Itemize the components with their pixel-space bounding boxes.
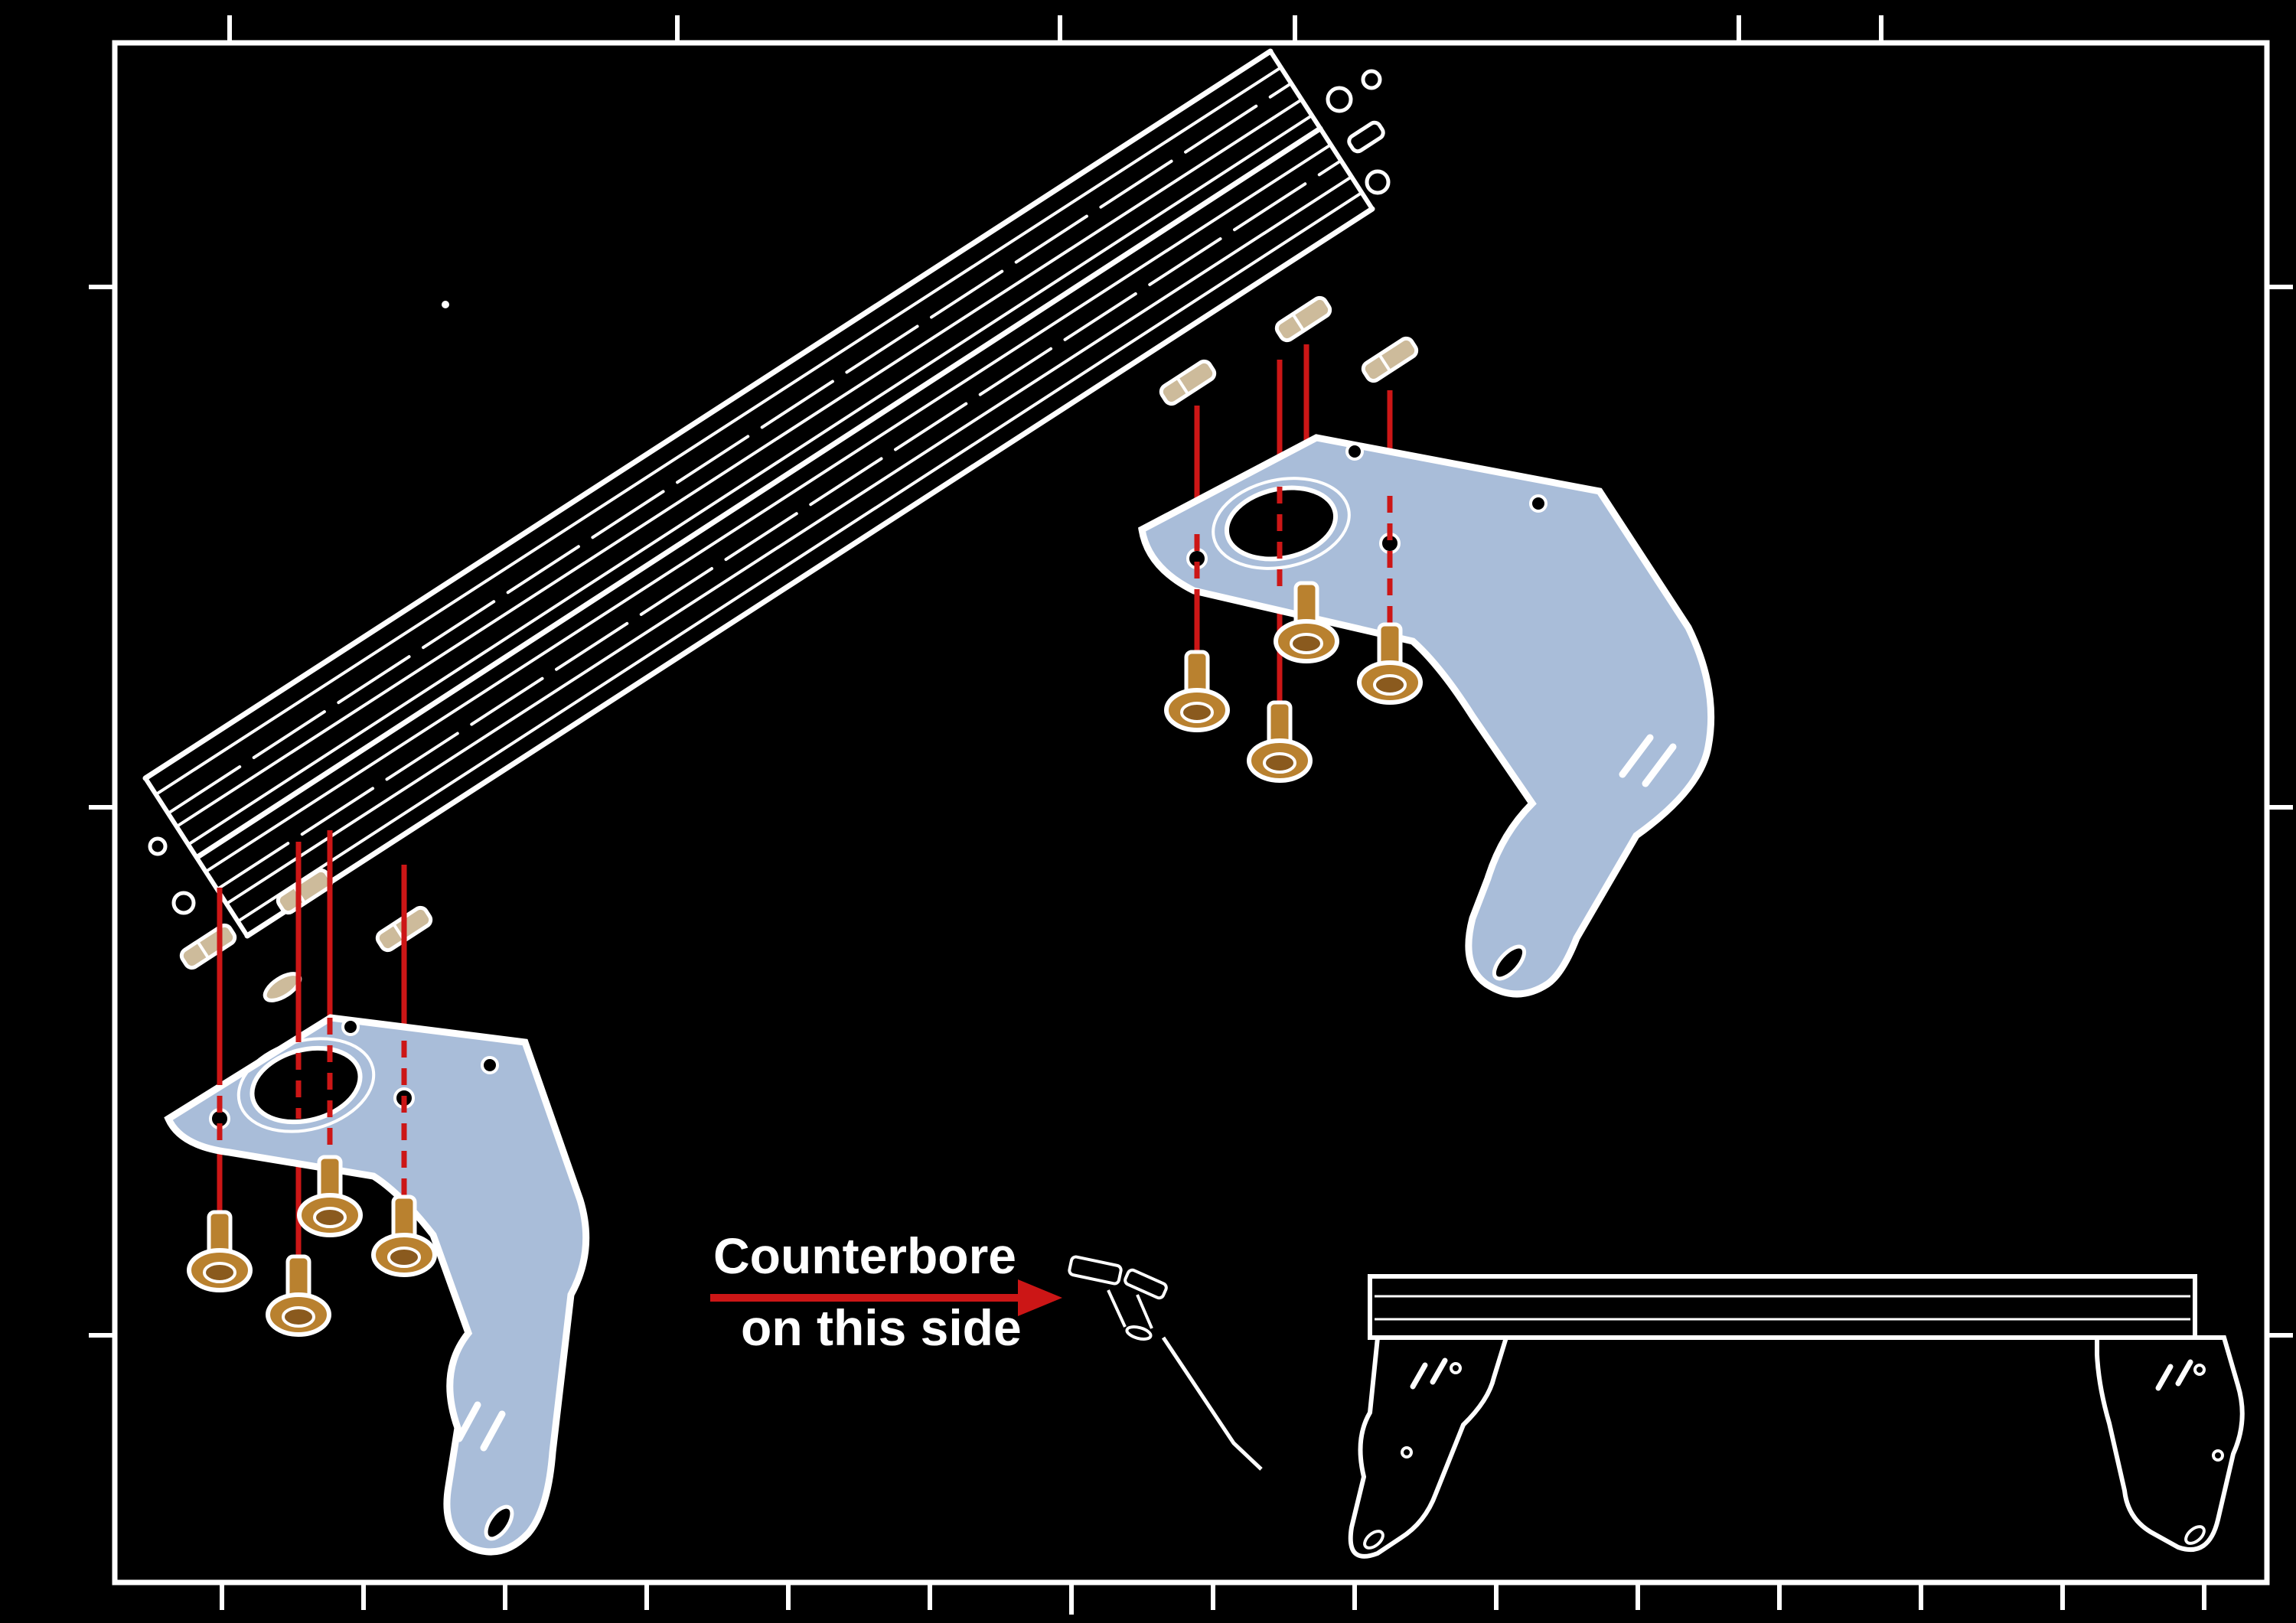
annotation-line1: Counterbore [713,1227,1016,1284]
assembled-bracket-slot [2155,1364,2174,1391]
rail-end-hole [1326,86,1353,113]
bracket-left-screw-hole [481,1056,499,1074]
assembled-bracket-right [2095,1335,2245,1553]
assembled-bracket-tip-hole [2184,1525,2206,1545]
frame-ticks-bottom [220,1584,2206,1615]
assembled-bracket-slot [2175,1359,2193,1387]
rail-edge-line [244,206,1375,939]
assembled-bracket-left [1348,1335,1510,1559]
assembled-view [1348,1274,2245,1559]
annotation-line2: on this side [741,1299,1022,1356]
screw [1166,652,1228,730]
screw [1249,702,1310,781]
detail-screw-head [1124,1268,1168,1300]
bracket-left-boss-ring [236,1037,376,1133]
tnut [1361,336,1419,383]
bracket-left-plate [164,1014,590,1556]
rail-end-hole [148,836,168,856]
detail-line [1136,1294,1153,1329]
rail-end-left [143,776,249,938]
rail-end-hole [171,891,196,915]
tnut [1159,359,1217,406]
bracket-left-motor-hole [249,1045,363,1125]
rail-slot-line [236,191,1363,923]
rail-slot-line [168,82,1293,814]
assembled-rail [1368,1274,2197,1340]
detail-leader-line [1161,1336,1263,1471]
bracket-right-screw-hole [1345,442,1364,461]
assembled-bracket-slot [1430,1357,1448,1385]
tnut [1274,295,1332,343]
rail-edge-line [142,48,1274,781]
bracket-left-tip-hole [484,1504,514,1541]
detail-bore [1125,1325,1153,1341]
screws [189,583,1420,1335]
annotation-arrow-head [1018,1279,1062,1316]
assembled-bracket-tip-hole [1363,1530,1384,1550]
rail-end-tab [1347,120,1385,154]
rail-center-line [194,125,1323,860]
stray-speck [442,301,449,308]
assembled-bracket-slot [1410,1362,1428,1390]
rail-slot-line [225,175,1353,905]
rail-slot-line [204,143,1332,873]
assembled-bracket-hole [2193,1364,2206,1376]
bracket-right-slot [1619,734,1654,778]
rail-slot-line [216,159,1342,891]
assembled-bracket-hole [1450,1362,1462,1374]
assembled-bracket-hole [1401,1446,1413,1458]
frame-ticks-right [2268,285,2293,1338]
detail-line [1107,1289,1127,1328]
rail-end-hole [1361,69,1382,90]
screw [268,1256,329,1335]
drawing-frame [89,15,2293,1615]
tnut [179,923,237,970]
rail-slot-line [155,66,1283,796]
frame-ticks-left [89,285,113,1338]
counterbore-detail [1068,1255,1263,1471]
rail-slot-line [188,114,1313,846]
detail-screw-head [1068,1255,1123,1286]
rail-end-right [1268,49,1375,211]
bracket-left-slot [455,1401,481,1442]
border-frame [112,40,2270,1586]
screw [189,1212,250,1290]
annotation: Counterbore on this side [710,1227,1062,1356]
bracket-left-slot [480,1410,506,1452]
bracket-right-boss-ring [1212,477,1351,570]
rail-slot-line [175,98,1303,828]
frame-ticks-top [227,15,1883,41]
rail-end-hole [1365,169,1391,195]
bracket-right-screw-hole [1529,494,1548,513]
assembled-bracket-hole [2212,1449,2224,1462]
bracket-right-slot [1642,743,1677,787]
extrusion-rail [142,48,1375,939]
bracket-right-tip-hole [1492,944,1527,981]
tnut [276,868,334,915]
rail-end-details [148,69,1391,915]
bracket-left-screw-hole [341,1018,360,1036]
bracket-right-plate [1138,434,1715,998]
